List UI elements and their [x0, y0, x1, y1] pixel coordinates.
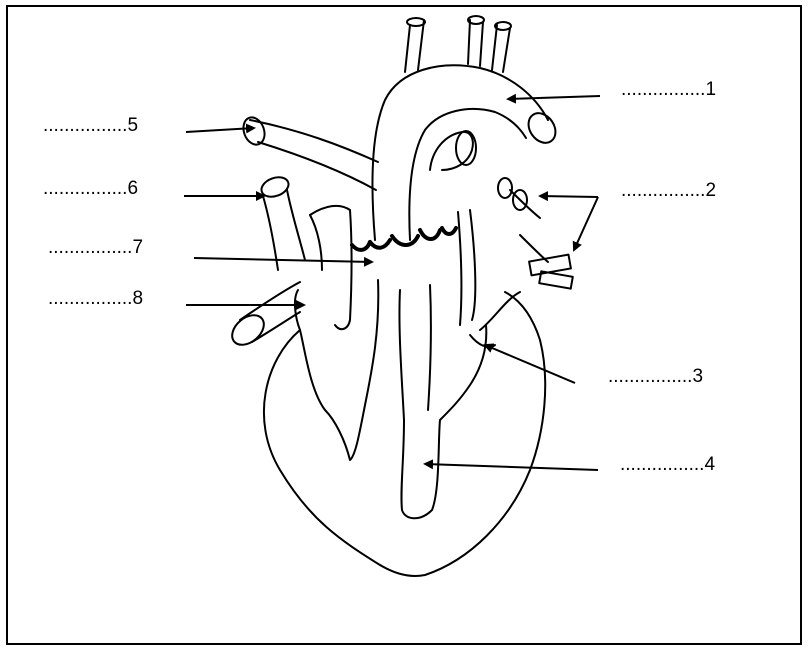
pointer-7: [194, 258, 372, 262]
label-6-number: 6: [127, 178, 138, 199]
label-6: ................6: [43, 179, 138, 198]
label-1-number: 1: [705, 79, 716, 100]
pointer-lines: [184, 96, 600, 470]
label-3-number: 3: [692, 366, 703, 387]
label-5: ................5: [43, 116, 138, 135]
valve-cusps: [352, 228, 456, 250]
label-4: ................4: [620, 455, 715, 474]
pointer-1: [508, 96, 600, 99]
label-7-number: 7: [132, 237, 143, 258]
label-6-blank: ................: [43, 178, 127, 199]
pointer-2a: [540, 196, 598, 197]
label-4-blank: ................: [620, 454, 704, 475]
label-4-number: 4: [704, 454, 715, 475]
label-2: ................2: [621, 181, 716, 200]
pointer-2b: [574, 197, 598, 250]
label-2-number: 2: [705, 180, 716, 201]
heart-outline: [226, 16, 572, 576]
label-8-number: 8: [132, 288, 143, 309]
pointer-3: [485, 345, 575, 383]
label-8: ................8: [48, 289, 143, 308]
label-2-blank: ................: [621, 180, 705, 201]
label-1: ................1: [621, 80, 716, 99]
label-3: ................3: [608, 367, 703, 386]
label-3-blank: ................: [608, 366, 692, 387]
label-7-blank: ................: [48, 237, 132, 258]
label-5-blank: ................: [43, 115, 127, 136]
label-1-blank: ................: [621, 79, 705, 100]
label-8-blank: ................: [48, 288, 132, 309]
pointer-4: [425, 464, 598, 470]
label-7: ................7: [48, 238, 143, 257]
label-5-number: 5: [127, 115, 138, 136]
